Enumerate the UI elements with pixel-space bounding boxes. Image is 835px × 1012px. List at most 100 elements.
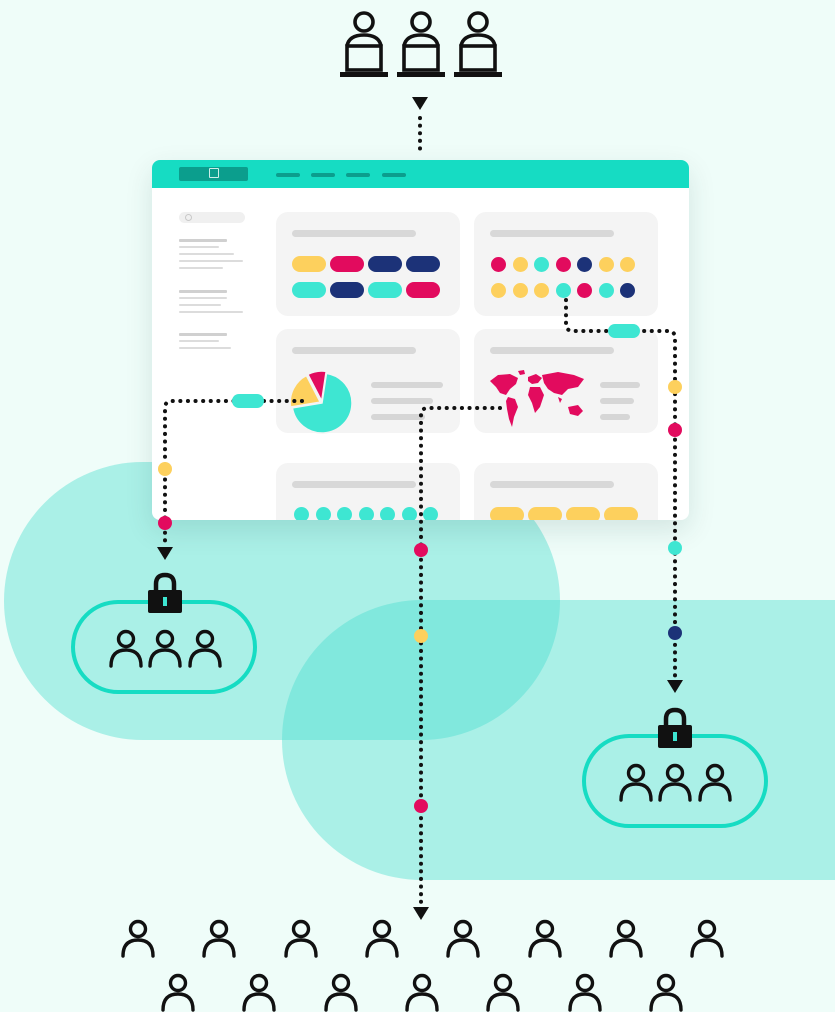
tag-pill: [406, 256, 440, 272]
map-region: [568, 405, 583, 416]
sidebar-item[interactable]: [179, 340, 219, 342]
nav-item[interactable]: [346, 173, 370, 177]
legend-line: [371, 382, 443, 388]
nav-item[interactable]: [382, 173, 406, 177]
person-icon: [567, 973, 602, 1012]
connector-dot-marker: [414, 629, 428, 643]
tag-pill: [406, 282, 440, 298]
search-icon: [185, 214, 192, 221]
tag-dot: [577, 283, 592, 298]
sidebar-heading: [179, 290, 227, 293]
window-title-bar: [152, 160, 689, 188]
connector-pill-marker: [232, 394, 264, 408]
sidebar-item[interactable]: [179, 267, 223, 269]
connector-dot-marker: [414, 799, 428, 813]
tag-dot: [598, 257, 614, 272]
tag-dot: [555, 283, 571, 298]
person-icon: [658, 763, 692, 802]
person-icon: [527, 919, 562, 958]
person-at-laptop-icon: [397, 11, 445, 77]
person-icon: [242, 973, 276, 1012]
person-icon: [405, 973, 439, 1012]
person-icon: [698, 763, 732, 802]
pie-slice: [306, 371, 327, 404]
dot-row-card: [276, 463, 460, 520]
arrow-head-icon: [667, 680, 683, 693]
map-region: [490, 374, 518, 395]
dot-tags-card: [474, 212, 658, 316]
person-icon: [609, 919, 643, 958]
person-icon: [109, 629, 143, 668]
person-icon: [161, 973, 195, 1012]
sidebar-heading: [179, 239, 227, 242]
person-icon: [283, 919, 318, 958]
tag-pill: [330, 282, 364, 298]
sidebar-item[interactable]: [179, 297, 227, 299]
tag-dot: [294, 507, 309, 520]
card-title: [490, 481, 614, 488]
arrow-head-icon: [412, 97, 428, 110]
person-icon: [188, 629, 222, 668]
person-icon: [365, 919, 399, 958]
pie-slice: [290, 374, 322, 408]
person-icon: [486, 973, 520, 1012]
sidebar-item[interactable]: [179, 246, 219, 248]
tag-dot: [534, 283, 549, 298]
tag-pill: [330, 256, 364, 272]
pie-chart: [290, 371, 353, 434]
tag-dot: [491, 257, 506, 272]
card-title: [490, 230, 614, 237]
map-region: [558, 397, 562, 403]
legend-line: [600, 382, 640, 388]
sidebar-item[interactable]: [179, 311, 243, 313]
dotted-connector: [564, 298, 677, 680]
tag-pill: [528, 507, 562, 520]
arrow-head-icon: [157, 547, 173, 560]
search-input[interactable]: [179, 212, 245, 223]
sidebar-item[interactable]: [179, 304, 221, 306]
card-title: [292, 347, 416, 354]
person-icon: [121, 919, 155, 958]
padlock-icon: [658, 707, 692, 748]
image-icon[interactable]: [179, 167, 248, 181]
dotted-connector: [419, 406, 502, 907]
tag-dot: [512, 257, 528, 272]
connector-dot-marker: [158, 516, 172, 530]
padlock-icon: [148, 572, 182, 613]
card-title: [292, 230, 416, 237]
tag-dot: [555, 257, 571, 272]
arrow-head-icon: [413, 907, 429, 920]
tag-dot: [337, 507, 352, 520]
tag-dot: [620, 257, 635, 272]
person-icon: [323, 973, 358, 1012]
tag-dot: [577, 257, 592, 272]
tag-pill: [368, 282, 402, 298]
tag-dot: [512, 283, 528, 298]
legend-line: [371, 414, 425, 420]
sidebar-item[interactable]: [179, 347, 231, 349]
sidebar-item[interactable]: [179, 253, 234, 255]
card-title: [490, 347, 614, 354]
connector-dot-marker: [668, 541, 682, 555]
person-icon: [649, 973, 683, 1012]
tag-dot: [491, 283, 506, 298]
nav-item[interactable]: [276, 173, 300, 177]
person-icon: [202, 919, 236, 958]
dotted-connector: [163, 399, 304, 547]
card-title: [292, 481, 416, 488]
sidebar-item[interactable]: [179, 260, 243, 262]
nav-item[interactable]: [311, 173, 335, 177]
world-map-card: [474, 329, 658, 433]
world-map: [490, 370, 584, 427]
person-icon: [690, 919, 724, 958]
connector-dot-marker: [668, 626, 682, 640]
person-at-laptop-icon: [454, 11, 502, 77]
connector-dot-marker: [414, 543, 428, 557]
tag-dot: [358, 507, 374, 520]
map-region: [528, 387, 544, 413]
connector-pill-marker: [608, 324, 640, 338]
map-region: [518, 370, 525, 375]
person-icon: [619, 763, 653, 802]
connector-dot-marker: [668, 423, 682, 437]
